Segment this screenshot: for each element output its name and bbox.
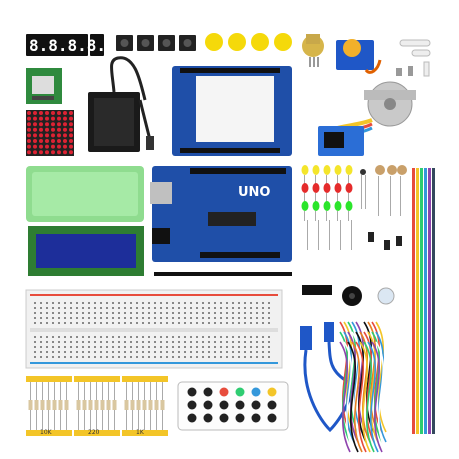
breadboard <box>25 289 283 369</box>
jumper-wires <box>339 321 387 453</box>
servo-motor <box>336 39 382 74</box>
sensors <box>360 165 407 250</box>
board-brand-label: UNO <box>238 185 271 200</box>
driver-module <box>26 68 62 104</box>
seven-segment-display: 8.8.8.8. <box>26 34 106 56</box>
header-pins <box>154 272 292 276</box>
yellow-button-caps <box>205 33 292 51</box>
resistor-label: 10K <box>40 429 53 436</box>
resistor-packs: 10K 220 1K <box>26 376 168 436</box>
lcd-display <box>28 226 144 276</box>
stepper-driver <box>318 126 364 156</box>
servo-horns <box>396 39 431 77</box>
tactile-switches <box>116 35 196 51</box>
remote-control-icon <box>177 381 289 431</box>
arduino-uno-board: UNO <box>150 166 292 262</box>
segment-digits: 8.8.8.8. <box>29 36 106 55</box>
ir-receiver <box>377 287 395 305</box>
leds <box>301 165 353 250</box>
ribbon-wires <box>412 168 435 434</box>
led-matrix <box>26 110 74 156</box>
resistor-label: 1K <box>136 429 145 436</box>
green-enclosure <box>26 166 144 222</box>
ic-chip <box>302 285 332 295</box>
resistor-label: 220 <box>88 429 100 436</box>
potentiometer <box>302 34 324 67</box>
battery-holder <box>88 56 154 152</box>
buzzer <box>342 286 362 306</box>
prototype-shield <box>172 66 292 156</box>
